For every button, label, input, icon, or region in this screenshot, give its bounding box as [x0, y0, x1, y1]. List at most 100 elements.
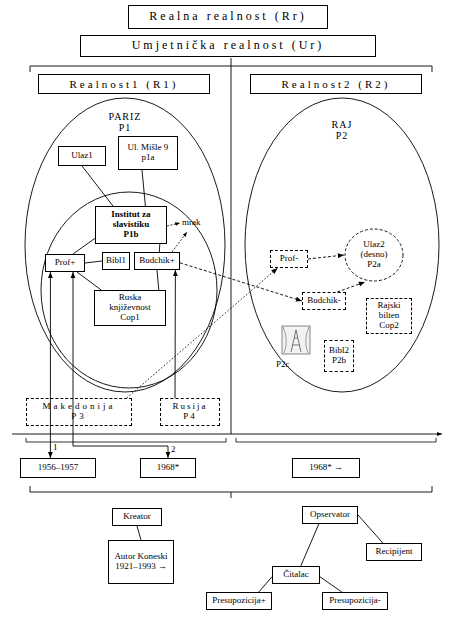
node-label: Budchik- — [307, 296, 341, 306]
realm-box: Realna realnost (Rr) — [128, 5, 328, 29]
bottom-bracket — [30, 486, 432, 498]
node-label: Prof- — [280, 254, 299, 264]
window-curtain — [283, 327, 309, 353]
node-label: PARIZ — [109, 111, 142, 122]
window-picture — [282, 326, 310, 354]
connector — [337, 282, 365, 292]
ellipse-shape — [245, 98, 439, 392]
node-label: Realnost1 (R1) — [70, 78, 179, 90]
realm-box: Umjetnička realnost (Ur) — [80, 35, 376, 57]
connector — [142, 170, 145, 206]
node-label: Bibl1 — [106, 256, 126, 266]
node-label: P2 — [336, 130, 349, 141]
node-label: Ruska književnost — [100, 293, 160, 313]
connector — [82, 166, 113, 206]
dark-arrow — [167, 223, 180, 226]
node-label: P1b — [123, 230, 138, 240]
inner-ellipse — [41, 192, 217, 388]
entity-box: Prof+ — [45, 254, 85, 272]
role-box: Opservator — [302, 506, 358, 524]
node-label: P3 — [71, 412, 87, 422]
node-label: Ulaz1 — [71, 151, 93, 161]
connector — [137, 526, 141, 540]
realm-divider — [231, 66, 232, 434]
entity-box: Budchik- — [302, 292, 346, 310]
entity-box: Ul. Mišle 9p1a — [118, 136, 178, 170]
node-label: p1a — [142, 153, 155, 163]
connector — [320, 577, 342, 592]
node-label: P2a — [367, 260, 381, 270]
node-label: Recipijent — [376, 547, 413, 557]
axis-bracket — [26, 438, 436, 442]
dark-arrow — [172, 232, 187, 252]
node-label: Rajski bilten — [369, 301, 409, 321]
node-label: Institut za slavistiku — [99, 210, 163, 230]
year-box: 1968* → — [292, 458, 360, 478]
country-box: MakedonijaP3 — [26, 398, 132, 426]
ellipse-shape — [25, 98, 225, 392]
place-ellipse: PARIZP1Ulaz1 Ul. Mišle 9p1aInstitut za sl… — [24, 97, 226, 393]
node-label: Cop2 — [379, 321, 399, 331]
role-box: Autor Koneski 1921–1993 → — [108, 540, 174, 584]
connector — [73, 238, 95, 254]
entity-box: Prof- — [270, 250, 308, 268]
connector — [159, 244, 161, 252]
role-box: Kreator — [112, 508, 162, 526]
connector — [50, 272, 51, 458]
entity-box: Ruska književnostCop1 — [94, 290, 166, 326]
node-label: 1968* — [157, 463, 180, 473]
node-label: Čitalac — [283, 570, 309, 580]
entity-box: Ulaz1 — [58, 146, 106, 166]
year-box: 1956–1957 — [20, 458, 96, 478]
node-label: 1968* → — [309, 463, 343, 473]
role-box: Recipijent — [366, 543, 422, 561]
connector — [308, 255, 344, 259]
node-label: P2b — [332, 356, 346, 366]
connector — [175, 270, 176, 398]
role-box: Presupozicija+ — [206, 592, 272, 610]
time-axis — [12, 434, 442, 435]
node-label: Umjetnička realnost (Ur) — [132, 39, 325, 52]
picture-node: P2c — [276, 324, 316, 370]
node-label: Opservator — [310, 510, 350, 520]
window-frame — [282, 326, 310, 354]
node-label: Cop1 — [120, 313, 140, 323]
node-label: Rusija — [172, 402, 207, 412]
node-label: Autor Koneski 1921–1993 → — [111, 552, 171, 572]
role-box: Presupozicija- — [322, 592, 388, 610]
entity-box: Bibl2P2b — [324, 340, 354, 372]
node-label: 1956–1957 — [38, 463, 79, 473]
node-label: P1 — [119, 122, 132, 133]
node-label: P4 — [183, 412, 197, 422]
node-label: Ul. Mišle 9 — [128, 143, 169, 153]
entry-ellipse: Ulaz2 (desno)P2a — [344, 228, 404, 282]
connector — [157, 270, 159, 290]
node-label: P2c — [276, 360, 290, 370]
tower-sketch — [291, 330, 301, 352]
connector — [180, 263, 302, 301]
node-label: Makedonija — [43, 402, 116, 412]
node-label: Prof+ — [55, 258, 76, 268]
node-label: Presupozicija+ — [212, 596, 266, 606]
entity-box: Rajski biltenCop2 — [366, 298, 412, 334]
connector — [73, 272, 168, 458]
connector — [259, 577, 272, 592]
ellipse-shape — [345, 229, 403, 281]
node-label: Ulaz2 (desno) — [354, 240, 394, 260]
node-label: Bibl2 — [329, 346, 349, 356]
connector — [301, 524, 319, 566]
realm-box: Realnost1 (R1) — [38, 74, 210, 94]
entity-box: Bibl1 — [102, 252, 130, 270]
country-box: RusijaP4 — [160, 398, 220, 426]
year-box: 1968* — [140, 458, 196, 478]
connector — [127, 268, 278, 398]
node-label: Realna realnost (Rr) — [149, 10, 306, 23]
connector — [85, 261, 102, 263]
connector — [358, 515, 383, 543]
role-box: Čitalac — [272, 566, 320, 584]
node-label: Kreator — [123, 512, 150, 522]
entity-box: Institut za slavistikuP1b — [95, 206, 167, 244]
realm-box: Realnost2 (R2) — [250, 74, 422, 94]
node-label: RAJ — [332, 119, 353, 130]
